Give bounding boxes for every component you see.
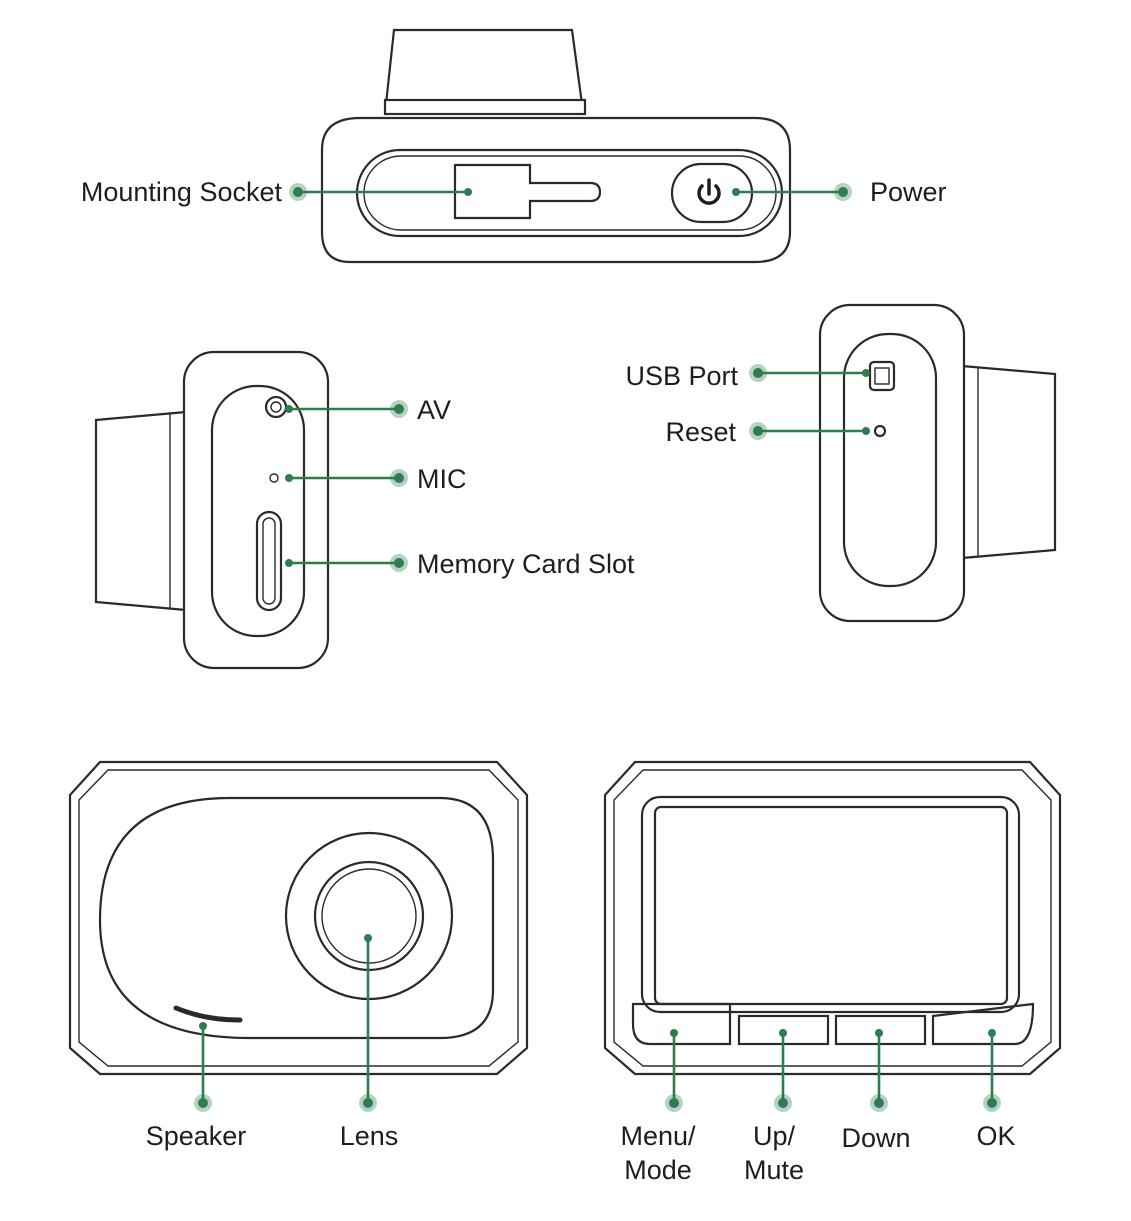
power-icon [697, 178, 721, 205]
usb-port [868, 360, 896, 392]
mic-label: MIC [417, 464, 467, 494]
left-body [182, 350, 330, 670]
av-label: AV [417, 395, 451, 425]
screen [653, 805, 1009, 1006]
right-side-view: USB Port Reset [625, 303, 1057, 623]
mount-stem [384, 28, 584, 106]
top-view: Mounting Socket Power [81, 28, 947, 264]
reset-label: Reset [665, 417, 736, 447]
speaker-label: Speaker [146, 1121, 247, 1151]
up-mute-label-line2: Mute [744, 1155, 804, 1185]
down-button [834, 1014, 927, 1046]
mounting-socket-label: Mounting Socket [81, 177, 283, 207]
menu-mode-label-line1: Menu/ [620, 1121, 696, 1151]
left-side-view: AV MIC Memory Card Slot [94, 350, 635, 670]
mounting-socket-shape [453, 163, 602, 220]
memory-card-slot-label: Memory Card Slot [417, 549, 635, 579]
usb-port-label: USB Port [625, 361, 738, 391]
reset-hole [873, 424, 887, 438]
menu-mode-label-line2: Mode [624, 1155, 692, 1185]
up-mute-label-line1: Up/ [753, 1121, 796, 1151]
rear-view: Menu/ Mode Up/ Mute Down OK [603, 760, 1062, 1185]
ok-button [931, 1002, 1035, 1046]
power-label: Power [870, 177, 947, 207]
memory-card-slot [255, 510, 283, 612]
lens-label: Lens [340, 1121, 399, 1151]
mic-hole [269, 473, 279, 483]
top-body [320, 116, 792, 264]
left-lens-barrel [94, 410, 188, 612]
right-panel [842, 332, 938, 588]
front-view: Speaker Lens [68, 760, 529, 1151]
down-label: Down [841, 1123, 910, 1153]
right-lens-barrel [960, 364, 1057, 560]
screen-bezel [640, 795, 1021, 1014]
menu-mode-button [631, 1002, 732, 1046]
speaker-grille [173, 1005, 243, 1023]
mount-collar [383, 98, 587, 116]
rear-body [603, 760, 1062, 1076]
left-panel [210, 384, 306, 638]
ok-label: OK [976, 1121, 1015, 1151]
right-body [818, 303, 966, 623]
